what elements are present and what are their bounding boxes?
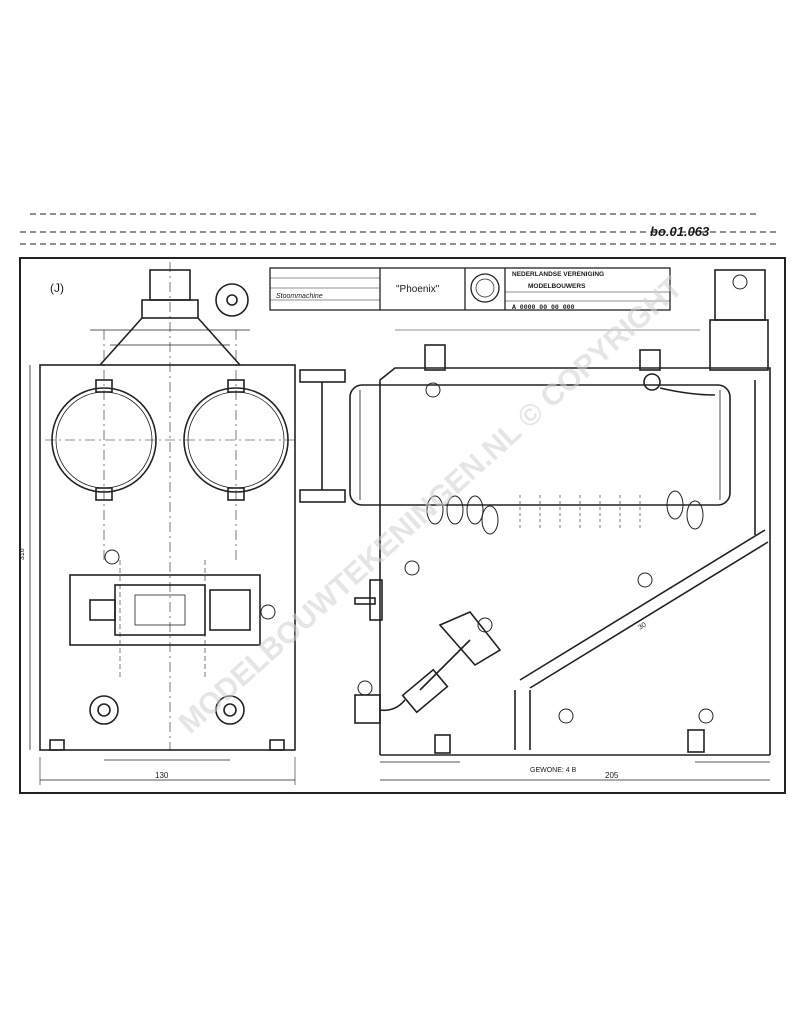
front-view — [29, 262, 296, 785]
drawing-number: bo.01.063 — [650, 224, 710, 239]
title-block-org-line1: NEDERLANDSE VERENIGING — [512, 271, 604, 278]
side-view — [299, 269, 771, 781]
scan-edge-lines — [20, 213, 780, 245]
dimension-left-height: 316 — [19, 548, 26, 560]
dimension-bottom-center: GEWONE: 4 B — [530, 767, 577, 774]
title-block — [269, 267, 671, 311]
dimension-right-total: 205 — [605, 771, 619, 780]
title-block-drawing-code: A 0000 00 00 000 — [512, 304, 575, 311]
title-block-org-line2: MODELBOUWERS — [528, 283, 586, 290]
callout-bubbles — [104, 274, 748, 724]
dimension-left-total: 130 — [155, 771, 169, 780]
sheet-border — [19, 257, 786, 794]
view-label: (J) — [50, 281, 64, 295]
title-block-description: Stoommachine — [276, 293, 323, 300]
title-block-name: "Phoenix" — [396, 284, 440, 295]
dimension-right-slant: 30 — [637, 622, 647, 632]
